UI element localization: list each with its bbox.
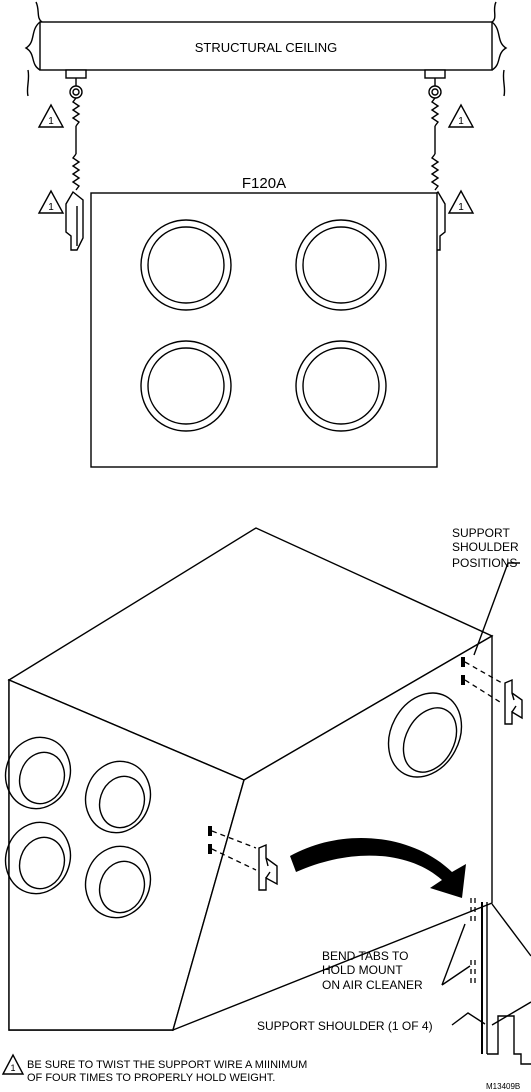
leader-bend-tabs-upper bbox=[441, 923, 466, 986]
curved-arrow bbox=[290, 837, 466, 898]
svg-text:1: 1 bbox=[48, 116, 54, 127]
svg-text:POSITIONS: POSITIONS bbox=[452, 556, 517, 570]
svg-text:OF FOUR TIMES TO PROPERLY HOLD: OF FOUR TIMES TO PROPERLY HOLD WEIGHT. bbox=[27, 1072, 275, 1084]
unit-isometric-view bbox=[4, 527, 531, 1065]
svg-text:SHOULDER: SHOULDER bbox=[452, 540, 519, 554]
leader-positions bbox=[473, 562, 520, 656]
footnote: 1 BE SURE TO TWIST THE SUPPORT WIRE A MI… bbox=[1, 1053, 307, 1084]
svg-text:ON AIR CLEANER: ON AIR CLEANER bbox=[322, 978, 423, 992]
label-support-shoulder: SUPPORT SHOULDER (1 OF 4) bbox=[257, 1019, 433, 1033]
svg-text:1: 1 bbox=[458, 116, 464, 127]
svg-text:HOLD MOUNT: HOLD MOUNT bbox=[322, 963, 403, 977]
shoulder-positions-upper bbox=[461, 657, 523, 725]
mounting-detail bbox=[470, 898, 531, 1065]
callout-triangle-lower-right: 1 bbox=[447, 189, 475, 214]
unit-label: F120A bbox=[242, 175, 286, 192]
svg-text:BE SURE TO TWIST THE SUPPORT W: BE SURE TO TWIST THE SUPPORT WIRE A MIIN… bbox=[27, 1059, 307, 1071]
label-bend-tabs: BEND TABS TO HOLD MOUNT ON AIR CLEANER bbox=[322, 949, 423, 992]
svg-text:1: 1 bbox=[458, 202, 464, 213]
structural-ceiling: STRUCTURAL CEILING bbox=[24, 1, 508, 97]
figure-id: M13409B bbox=[486, 1082, 520, 1091]
callout-triangle-lower-left: 1 bbox=[37, 189, 65, 214]
side-port bbox=[387, 692, 463, 778]
leader-bend-tabs-lower bbox=[441, 965, 471, 986]
leader-support-shoulder bbox=[451, 1012, 486, 1026]
left-hanger-assembly bbox=[65, 69, 87, 251]
svg-text:1: 1 bbox=[48, 202, 54, 213]
ceiling-label: STRUCTURAL CEILING bbox=[195, 40, 338, 55]
front-ports bbox=[4, 736, 152, 919]
callout-triangle-upper-left: 1 bbox=[37, 103, 65, 128]
svg-text:BEND TABS TO: BEND TABS TO bbox=[322, 949, 408, 963]
callout-triangle-upper-right: 1 bbox=[447, 103, 475, 128]
unit-front-view: F120A bbox=[90, 175, 438, 468]
label-support-shoulder-positions: SUPPORT SHOULDER POSITIONS bbox=[452, 526, 519, 570]
svg-text:1: 1 bbox=[10, 1063, 15, 1073]
shoulder-positions-lower bbox=[208, 826, 278, 891]
svg-text:SUPPORT: SUPPORT bbox=[452, 526, 510, 540]
